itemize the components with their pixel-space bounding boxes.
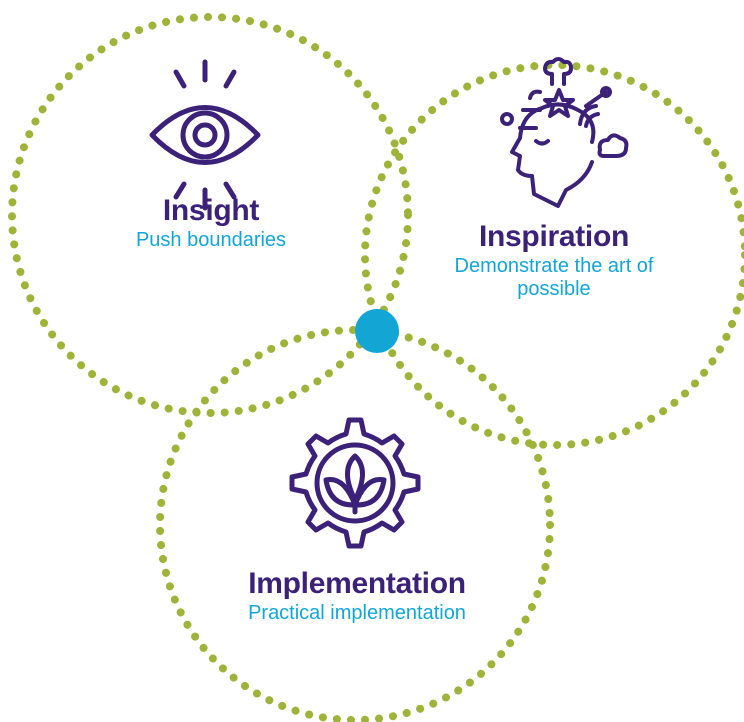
eye-icon xyxy=(149,59,261,211)
implementation-ring xyxy=(156,326,554,722)
inspiration-title: Inspiration xyxy=(478,220,630,253)
insight-label: Insight Push boundaries xyxy=(95,195,327,252)
inspiration-subtitle: Demonstrate the art of possible xyxy=(454,254,654,300)
implementation-label: Implementation Practical implementation xyxy=(212,568,502,625)
inspiration-label: Inspiration Demonstrate the art of possi… xyxy=(448,221,660,301)
inspiration-ring xyxy=(361,61,744,449)
gear-plant-icon xyxy=(289,417,421,549)
insight-ring xyxy=(8,13,412,417)
insight-title: Insight xyxy=(162,194,260,227)
insight-subtitle: Push boundaries xyxy=(135,228,287,251)
center-dot xyxy=(355,309,399,353)
implementation-title: Implementation xyxy=(248,567,466,600)
head-ideas-icon xyxy=(500,57,629,208)
implementation-subtitle: Practical implementation xyxy=(248,601,466,624)
